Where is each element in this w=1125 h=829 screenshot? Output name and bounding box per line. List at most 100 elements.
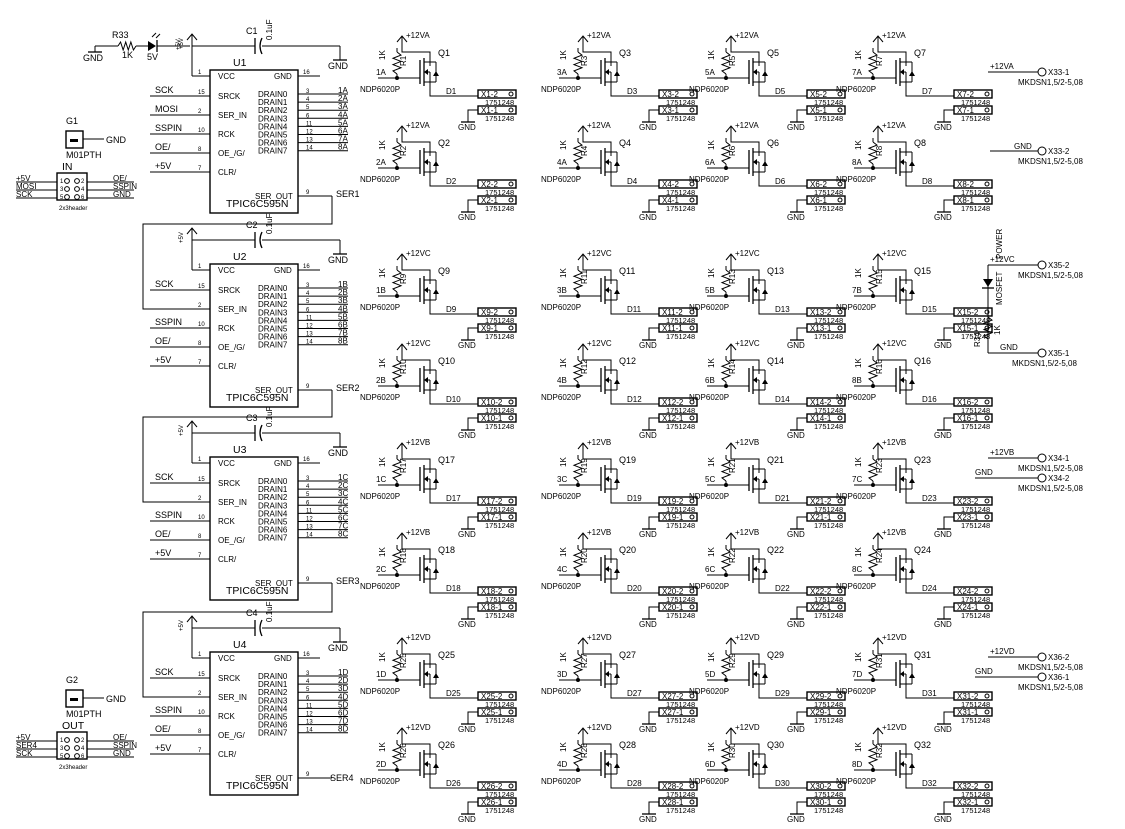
connector-ref: X26-2 bbox=[481, 782, 503, 791]
connector-value: 1751248 bbox=[961, 406, 990, 415]
mosfet-arrow bbox=[605, 377, 609, 383]
connector-value: 1751248 bbox=[485, 204, 514, 213]
wire bbox=[401, 48, 431, 60]
gnd-label: GND bbox=[934, 213, 952, 222]
wire bbox=[730, 48, 760, 60]
pin-number: 12 bbox=[306, 130, 313, 136]
led-body bbox=[148, 41, 156, 51]
connector-value: 1751248 bbox=[485, 406, 514, 415]
drain-pin-name: DRAIN6 bbox=[258, 139, 288, 148]
gnd-label: GND bbox=[83, 53, 104, 63]
connector-value: 1751248 bbox=[666, 611, 695, 620]
wire bbox=[391, 743, 403, 767]
pin-name: SRCK bbox=[218, 479, 241, 488]
pin-number: 7 bbox=[198, 360, 202, 366]
mosfet-ref: Q15 bbox=[914, 266, 931, 276]
connector-value: 1751248 bbox=[666, 521, 695, 530]
mosfet-ref: Q17 bbox=[438, 455, 455, 465]
terminal-circle bbox=[508, 325, 514, 331]
wire bbox=[867, 359, 879, 383]
cap-ref: C1 bbox=[246, 26, 258, 36]
connector-value: 1751248 bbox=[485, 716, 514, 725]
connector-value: 1751248 bbox=[814, 595, 843, 604]
res-value: 1K bbox=[559, 742, 568, 752]
connector-value: 1751248 bbox=[485, 700, 514, 709]
res-value: 1K bbox=[707, 268, 716, 278]
res-value: 1K bbox=[854, 358, 863, 368]
connector-pin bbox=[806, 781, 846, 791]
connector-value: 1751248 bbox=[485, 521, 514, 530]
diode-ref: D6 bbox=[775, 177, 786, 186]
supply-arrow-icon bbox=[577, 253, 589, 266]
wire bbox=[877, 138, 907, 150]
connector-ref: X18-1 bbox=[481, 603, 503, 612]
res-value: 1K bbox=[707, 652, 716, 662]
mosfet-ref: Q4 bbox=[619, 138, 631, 148]
connector-ref: X28-1 bbox=[662, 798, 684, 807]
ser-net: SER4 bbox=[330, 773, 354, 783]
connector-ref: X4-2 bbox=[662, 180, 679, 189]
connector-ref: X20-2 bbox=[662, 587, 684, 596]
gate-net: 5C bbox=[705, 475, 715, 484]
res-value: 1K bbox=[559, 652, 568, 662]
terminal-circle bbox=[689, 181, 695, 187]
drain-pin-name: DRAIN3 bbox=[258, 696, 288, 705]
connector-ref: X32-1 bbox=[957, 798, 979, 807]
connector-pin bbox=[477, 586, 517, 596]
mosfet-arrow bbox=[753, 566, 757, 572]
pin-number: 6 bbox=[306, 695, 310, 701]
resistor-icon bbox=[572, 141, 584, 165]
res-value: 1K bbox=[707, 547, 716, 557]
wire bbox=[943, 801, 954, 808]
mosfet-icon bbox=[600, 555, 620, 589]
gnd-label: GND bbox=[328, 61, 349, 71]
rail-label: +12VD bbox=[735, 633, 760, 642]
terminal-circle bbox=[508, 181, 514, 187]
terminal-circle bbox=[689, 799, 695, 805]
connector-value: 1751248 bbox=[814, 790, 843, 799]
ground-icon bbox=[790, 523, 804, 530]
drain-net: 2A bbox=[338, 94, 348, 103]
mosfet-ref: Q14 bbox=[767, 356, 784, 366]
rail-label: +12VA bbox=[882, 31, 906, 40]
gnd-label: GND bbox=[787, 815, 805, 824]
terminal-circle bbox=[837, 604, 843, 610]
wire bbox=[943, 109, 954, 116]
drain-pin-name: DRAIN4 bbox=[258, 509, 288, 518]
wire bbox=[391, 269, 403, 293]
junction bbox=[395, 294, 399, 298]
mosfet-value: NDP6020P bbox=[541, 175, 581, 184]
wire bbox=[730, 650, 760, 662]
resistor-icon bbox=[867, 141, 879, 165]
wire bbox=[877, 545, 907, 557]
wire bbox=[391, 458, 403, 482]
diode-ref: D32 bbox=[922, 779, 937, 788]
junction bbox=[871, 166, 875, 170]
wire bbox=[429, 589, 478, 594]
resistor-icon bbox=[117, 40, 137, 52]
mosfet-arrow bbox=[424, 287, 428, 293]
connector-ref: X5-2 bbox=[810, 90, 827, 99]
ser-net: SER1 bbox=[336, 189, 360, 199]
diode-ref: D5 bbox=[775, 87, 786, 96]
wire bbox=[186, 33, 198, 41]
connector-ref: X25-1 bbox=[481, 708, 503, 717]
header-g-net: GND bbox=[106, 694, 127, 704]
diode-ref: D19 bbox=[627, 494, 642, 503]
ground-icon bbox=[937, 523, 951, 530]
mosfet-value: NDP6020P bbox=[360, 492, 400, 501]
terminal-value: MKDSN1,5/2-5,08 bbox=[1018, 78, 1083, 87]
header-left-net: +5V bbox=[16, 733, 31, 742]
header-left-net: +5V bbox=[16, 174, 31, 183]
supply-arrow-icon bbox=[396, 637, 408, 650]
terminal-circle bbox=[689, 783, 695, 789]
terminal-circle bbox=[984, 604, 990, 610]
wire bbox=[582, 138, 612, 150]
supply-arrow-icon bbox=[577, 125, 589, 138]
ic-ref: U2 bbox=[233, 251, 247, 263]
gnd-label: GND bbox=[934, 123, 952, 132]
mosfet-ref: Q27 bbox=[619, 650, 636, 660]
